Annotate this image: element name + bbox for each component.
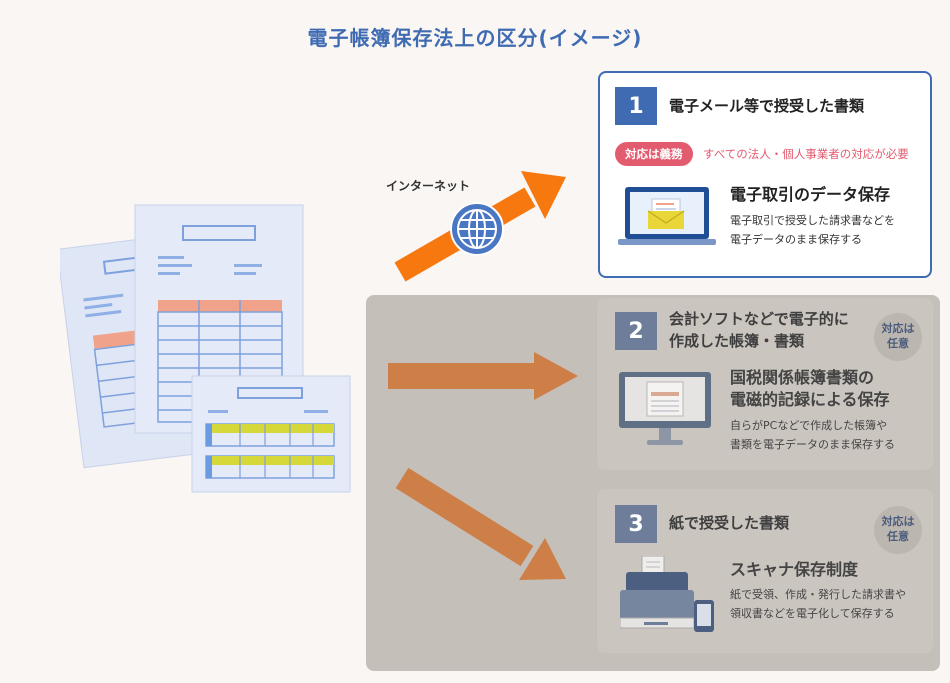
card3-number-badge: 3 (615, 505, 657, 543)
card3-title: 紙で授受した書類 (669, 514, 790, 532)
card2-description: 自らがPCなどで作成した帳簿や 書類を電子データのまま保存する (730, 416, 895, 455)
card2-desc-line2: 書類を電子データのまま保存する (730, 438, 895, 452)
card3-description: 紙で受領、作成・発行した請求書や 領収書などを電子化して保存する (730, 585, 906, 624)
card1-title: 電子メール等で授受した書類 (669, 97, 865, 115)
arrow-to-card3 (395, 467, 566, 580)
card3-subtitle: スキャナ保存制度 (730, 560, 859, 579)
card2-desc-line1: 自らがPCなどで作成した帳簿や (730, 419, 888, 432)
card1-description: 電子取引で授受した請求書などを 電子データのまま保存する (730, 211, 895, 250)
scanner-icon (620, 556, 714, 632)
card3-optional-line1: 対応は (881, 515, 915, 529)
card2-title-line1: 会計ソフトなどで電子的に (669, 310, 849, 328)
card1-desc-line2: 電子データのまま保存する (730, 233, 862, 247)
card2-subtitle-line2: 電磁的記録による保存 (730, 390, 890, 410)
card2-title-line2: 作成した帳簿・書類 (669, 331, 805, 350)
duty-text: すべての法人・個人事業者の対応が必要 (703, 147, 909, 161)
card2-number-badge: 2 (615, 312, 657, 350)
globe-icon (450, 202, 504, 256)
internet-label: インターネット (386, 179, 471, 193)
card3-desc-line1: 紙で受領、作成・発行した請求書や (730, 588, 906, 601)
card1-subtitle: 電子取引のデータ保存 (730, 185, 891, 204)
card2-subtitle-line1: 国税関係帳簿書類の (730, 368, 875, 387)
card1-desc-line1: 電子取引で授受した請求書などを (730, 214, 895, 227)
laptop-mail-icon (618, 187, 716, 245)
card3-desc-line2: 領収書などを電子化して保存する (730, 607, 895, 621)
card2-optional-badge: 対応は 任意 (874, 313, 922, 361)
document-front-icon (191, 375, 351, 493)
card1-number-badge: 1 (615, 87, 657, 125)
card2-optional-line2: 任意 (887, 337, 909, 350)
card2-optional-line1: 対応は (881, 322, 915, 336)
duty-badge: 対応は義務 (615, 142, 693, 166)
card2-subtitle: 国税関係帳簿書類の 電磁的記録による保存 (730, 367, 890, 412)
documents-illustration (60, 204, 351, 493)
arrow-to-card2 (388, 352, 578, 400)
card3-optional-line2: 任意 (887, 530, 909, 543)
card3-optional-badge: 対応は 任意 (874, 506, 922, 554)
card2-title: 会計ソフトなどで電子的に 作成した帳簿・書類 (669, 309, 849, 353)
page-title: 電子帳簿保存法上の区分(イメージ) (307, 26, 643, 50)
desktop-monitor-icon (619, 372, 711, 445)
